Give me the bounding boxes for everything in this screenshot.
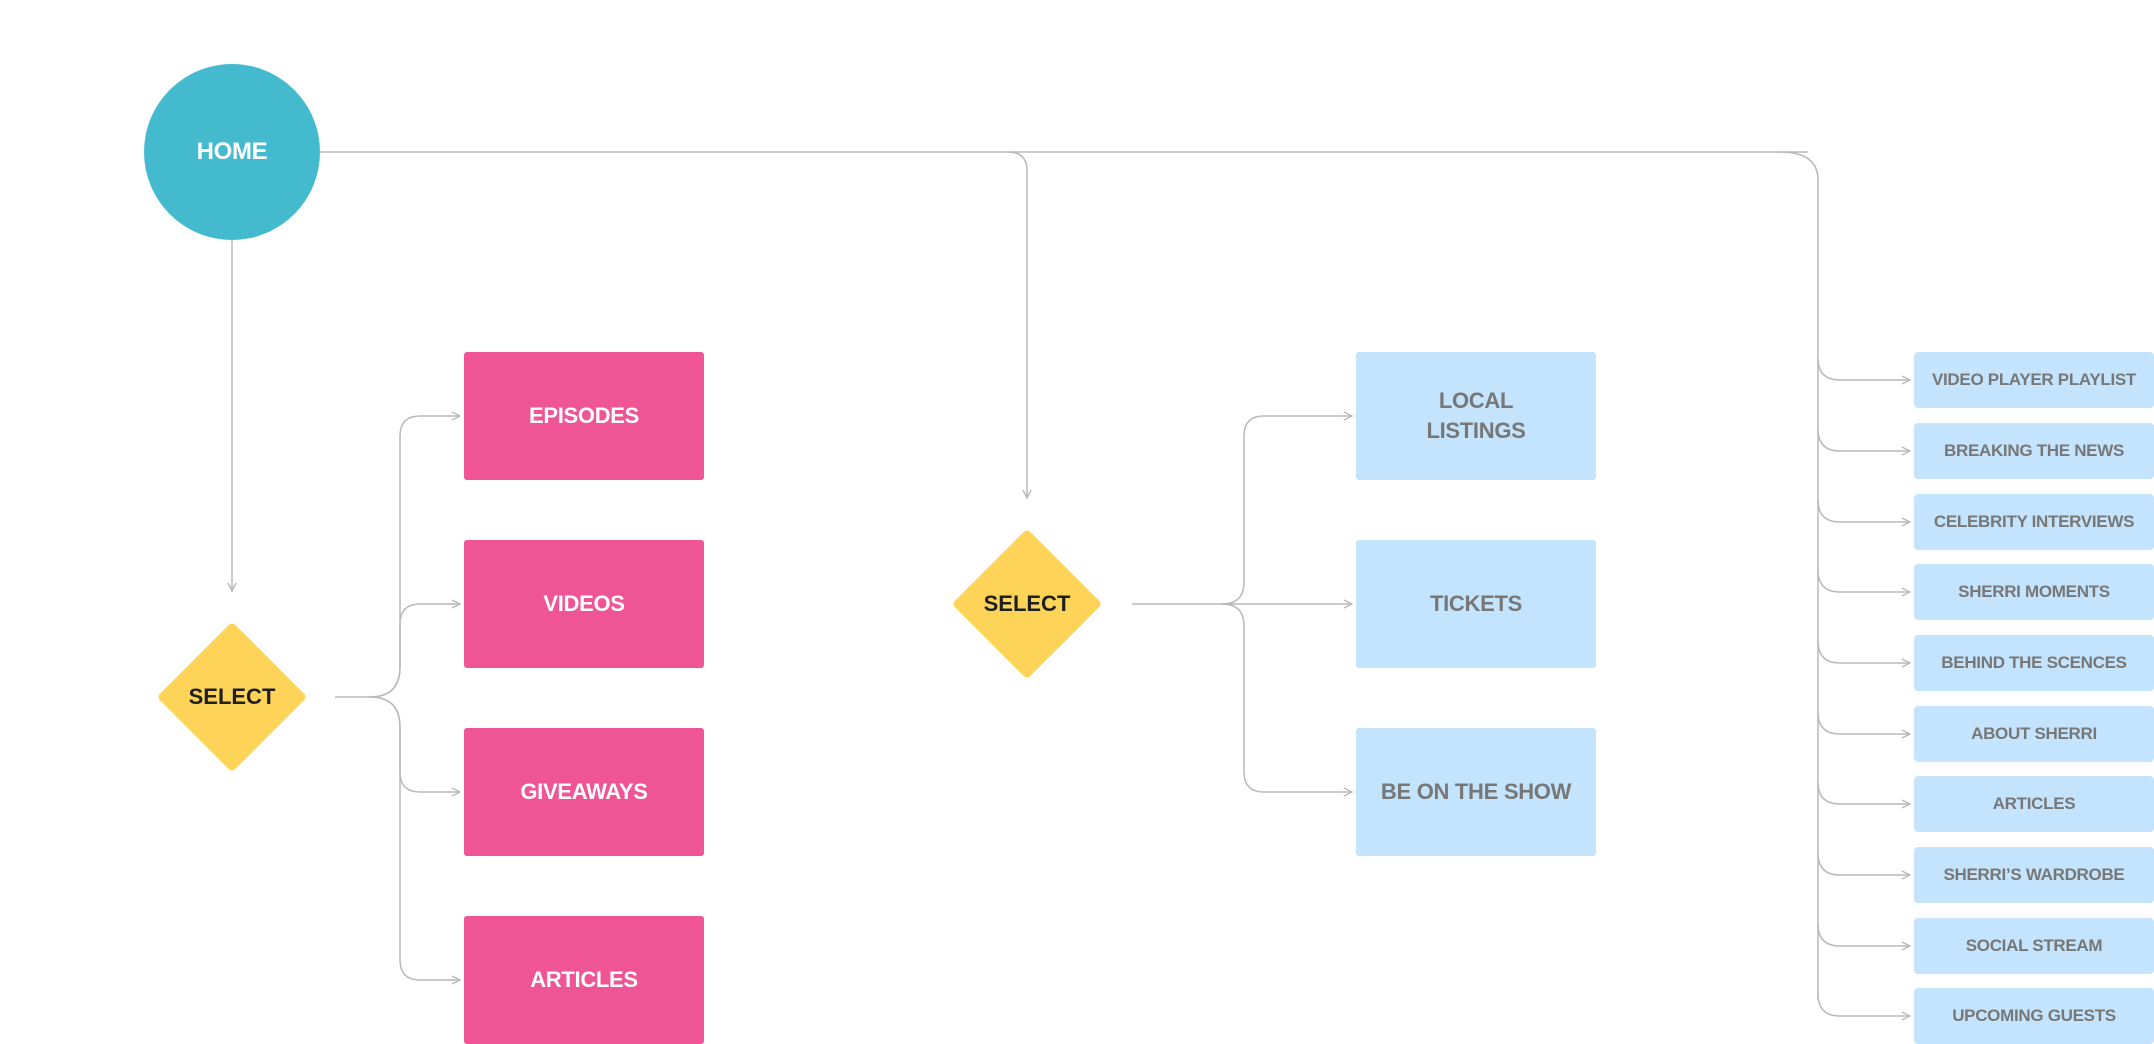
sherri-moments-label: SHERRI MOMENTS bbox=[1958, 582, 2110, 601]
conn-right-branch-6 bbox=[1817, 711, 1910, 734]
node-episodes[interactable]: EPISODES bbox=[464, 352, 704, 480]
conn-right-branch-3 bbox=[1817, 499, 1910, 522]
home-label: HOME bbox=[196, 138, 268, 165]
articles-right-label: ARTICLES bbox=[1992, 794, 2076, 813]
conn-left-to-giveaways bbox=[369, 696, 460, 792]
select-label-left: SELECT bbox=[188, 684, 276, 709]
node-be-on-the-show[interactable]: BE ON THE SHOW bbox=[1356, 728, 1596, 856]
node-sherri-moments[interactable]: SHERRI MOMENTS bbox=[1914, 564, 2154, 620]
conn-right-branch-10 bbox=[1817, 993, 1910, 1016]
home-node[interactable]: HOME bbox=[144, 64, 320, 240]
local-listings-label: LOCAL LISTINGS bbox=[1426, 388, 1526, 443]
celebrity-interviews-label: CELEBRITY INTERVIEWS bbox=[1933, 512, 2135, 531]
node-sherris-wardrobe[interactable]: SHERRI’S WARDROBE bbox=[1914, 847, 2154, 903]
node-breaking-the-news[interactable]: BREAKING THE NEWS bbox=[1914, 423, 2154, 479]
conn-middle-to-be-on-the-show bbox=[1221, 603, 1352, 792]
conn-middle-to-local-listings bbox=[1221, 416, 1352, 605]
node-behind-the-scences[interactable]: BEHIND THE SCENCES bbox=[1914, 635, 2154, 691]
node-local-listings[interactable]: LOCAL LISTINGS bbox=[1356, 352, 1596, 480]
breaking-the-news-label: BREAKING THE NEWS bbox=[1943, 441, 2125, 460]
node-giveaways[interactable]: GIVEAWAYS bbox=[464, 728, 704, 856]
node-celebrity-interviews[interactable]: CELEBRITY INTERVIEWS bbox=[1914, 494, 2154, 550]
conn-right-branch-5 bbox=[1817, 640, 1910, 663]
node-upcoming-guests[interactable]: UPCOMING GUESTS bbox=[1914, 988, 2154, 1044]
about-sherri-label: ABOUT SHERRI bbox=[1971, 724, 2097, 743]
conn-right-branch-8 bbox=[1817, 852, 1910, 875]
upcoming-guests-label: UPCOMING GUESTS bbox=[1952, 1006, 2116, 1025]
conn-right-branch-2 bbox=[1817, 428, 1910, 451]
node-social-stream[interactable]: SOCIAL STREAM bbox=[1914, 918, 2154, 974]
node-video-player-playlist[interactable]: VIDEO PLAYER PLAYLIST bbox=[1914, 352, 2154, 408]
conn-right-spine bbox=[1779, 151, 1819, 1000]
node-tickets[interactable]: TICKETS bbox=[1356, 540, 1596, 668]
node-articles-right[interactable]: ARTICLES bbox=[1914, 776, 2154, 832]
articles-label: ARTICLES bbox=[530, 967, 638, 992]
conn-left-to-episodes bbox=[369, 416, 460, 698]
conn-right-branch-4 bbox=[1817, 569, 1910, 592]
conn-left-to-videos bbox=[369, 604, 460, 698]
conn-right-branch-1 bbox=[1817, 357, 1910, 380]
conn-left-to-articles bbox=[369, 696, 460, 980]
node-videos[interactable]: VIDEOS bbox=[464, 540, 704, 668]
select-decision-middle[interactable]: SELECT bbox=[951, 528, 1103, 680]
select-label-middle: SELECT bbox=[983, 591, 1071, 616]
sherris-wardrobe-label: SHERRI’S WARDROBE bbox=[1943, 865, 2125, 884]
node-articles[interactable]: ARTICLES bbox=[464, 916, 704, 1044]
conn-home-to-select-middle bbox=[1007, 151, 1027, 498]
episodes-label: EPISODES bbox=[528, 403, 640, 428]
conn-right-branch-7 bbox=[1817, 781, 1910, 804]
video-player-playlist-label: VIDEO PLAYER PLAYLIST bbox=[1931, 370, 2137, 389]
behind-the-scences-label: BEHIND THE SCENCES bbox=[1941, 653, 2127, 672]
giveaways-label: GIVEAWAYS bbox=[520, 779, 648, 804]
social-stream-label: SOCIAL STREAM bbox=[1965, 936, 2103, 955]
node-about-sherri[interactable]: ABOUT SHERRI bbox=[1914, 706, 2154, 762]
videos-label: VIDEOS bbox=[543, 591, 625, 616]
tickets-label: TICKETS bbox=[1429, 591, 1522, 616]
conn-right-branch-9 bbox=[1817, 923, 1910, 946]
select-decision-left[interactable]: SELECT bbox=[156, 621, 308, 773]
be-on-the-show-label: BE ON THE SHOW bbox=[1380, 779, 1572, 804]
